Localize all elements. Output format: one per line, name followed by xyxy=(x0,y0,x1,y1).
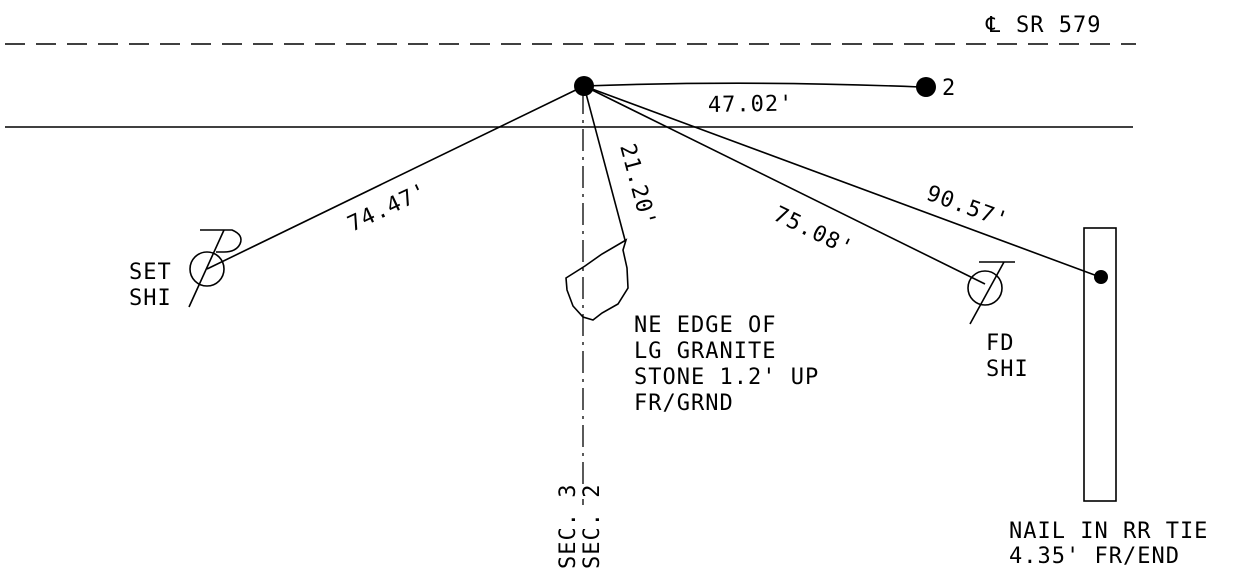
distance-label-21-20: 21.20' xyxy=(614,141,660,230)
rr-tie-rectangle xyxy=(1083,227,1117,502)
section-labels: SEC. 3 SEC. 2 xyxy=(556,484,605,569)
centerline-label: ℄ SR 579 xyxy=(985,13,1101,38)
nail-point-marker xyxy=(1094,270,1108,284)
stone-note-line2: LG GRANITE xyxy=(634,339,776,364)
granite-stone-outline xyxy=(565,238,629,321)
nail-note-line2: 4.35' FR/END xyxy=(1009,544,1180,569)
point-2-label: 2 xyxy=(942,76,956,101)
point-2-marker xyxy=(916,77,936,97)
stone-note-line4: FR/GRND xyxy=(634,391,734,416)
set-shi-label-line1: SET xyxy=(129,260,172,285)
stone-note: NE EDGE OF LG GRANITE STONE 1.2' UP FR/G… xyxy=(634,313,819,416)
tie-line-to-point-2 xyxy=(583,82,921,88)
distance-label-75-08: 75.08' xyxy=(769,202,857,262)
set-shi-label-line2: SHI xyxy=(129,286,172,311)
distance-label-90-57: 90.57' xyxy=(923,181,1012,234)
distance-label-74-47: 74.47' xyxy=(344,179,432,238)
section-label-sec-2: SEC. 2 xyxy=(580,484,605,569)
stone-note-line1: NE EDGE OF xyxy=(634,313,776,338)
tie-line-to-set-shi xyxy=(206,85,585,270)
set-shi-symbol xyxy=(188,229,242,308)
stone-note-line3: STONE 1.2' UP xyxy=(634,365,819,390)
fd-shi-label-line2: SHI xyxy=(986,357,1029,382)
fd-shi-symbol xyxy=(967,261,1015,325)
central-control-point xyxy=(574,76,594,96)
centerline-road-name: SR 579 xyxy=(1016,13,1101,38)
distance-label-47-02: 47.02' xyxy=(708,92,794,118)
nail-note-line1: NAIL IN RR TIE xyxy=(1009,519,1208,544)
tie-line-to-nail xyxy=(583,85,1101,278)
centerline-symbol: ℄ xyxy=(985,13,1001,38)
tie-line-to-fd-shi xyxy=(583,85,986,285)
tie-line-to-stone xyxy=(583,85,626,241)
section-label-sec-3: SEC. 3 xyxy=(556,484,581,569)
fd-shi-label-line1: FD xyxy=(986,331,1015,356)
